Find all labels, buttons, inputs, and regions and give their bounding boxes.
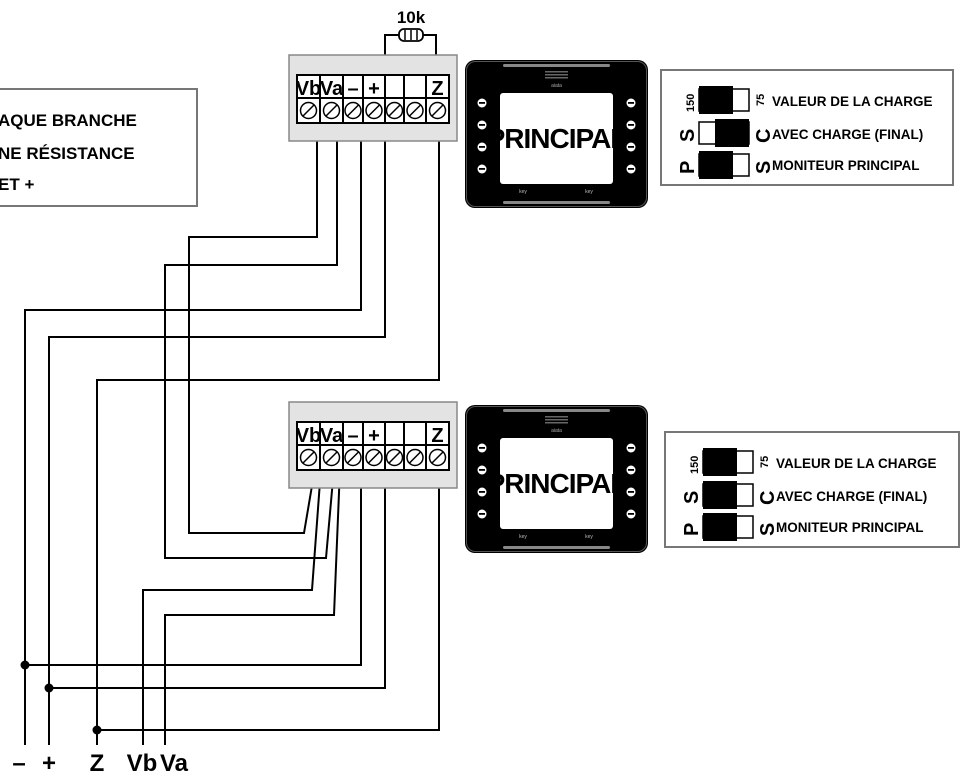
dip-switch-knob bbox=[703, 513, 737, 541]
wire-minus-top bbox=[24, 125, 362, 665]
dip-right-label: 75 bbox=[755, 94, 767, 106]
terminal-label-z: Z bbox=[431, 425, 443, 447]
switch-panel-bottom: 150 75 VALEUR DE LA CHARGE S C AVEC CHAR… bbox=[664, 431, 960, 548]
terminal-label-minus: – bbox=[347, 78, 358, 100]
dip-switch-row-1: 150 75 VALEUR DE LA CHARGE bbox=[689, 448, 937, 476]
wire-plus-bottom bbox=[49, 468, 386, 689]
dip-description: AVEC CHARGE (FINAL) bbox=[772, 127, 923, 142]
resistor: 10k bbox=[384, 8, 437, 73]
wire-va-bus bbox=[164, 467, 341, 745]
junction-dot-plus bbox=[44, 683, 54, 693]
dip-switch-knob bbox=[715, 119, 749, 147]
dip-switch-knob bbox=[703, 448, 737, 476]
terminal-label-vb: Vb bbox=[296, 425, 322, 447]
bus-label-minus: – bbox=[12, 750, 25, 776]
bus-label-va: Va bbox=[160, 750, 189, 776]
dip-left-label: P bbox=[681, 523, 703, 536]
note-line-2: NE RÉSISTANCE bbox=[0, 144, 135, 163]
junction-dots bbox=[20, 660, 102, 735]
screw-terminals-bottom bbox=[299, 448, 447, 467]
resistor-label: 10k bbox=[397, 8, 426, 27]
monitor-left-key-label: key bbox=[519, 189, 527, 195]
dip-description: MONITEUR PRINCIPAL bbox=[772, 158, 920, 173]
dip-description: MONITEUR PRINCIPAL bbox=[776, 520, 924, 535]
dip-left-label: 150 bbox=[685, 94, 697, 112]
terminal-block-top: Vb Va – + Z bbox=[288, 54, 458, 142]
dip-left-label: 150 bbox=[689, 456, 701, 474]
monitor-screen bbox=[500, 438, 613, 529]
terminal-labels-top: Vb Va – + Z bbox=[296, 78, 444, 100]
dip-switch-row-3: P S MONITEUR PRINCIPAL bbox=[677, 151, 920, 179]
terminal-block-bottom: Vb Va – + Z bbox=[288, 401, 458, 489]
wire-vb-top-to-vb-bottom bbox=[188, 125, 318, 534]
terminal-label-vb: Vb bbox=[296, 78, 322, 100]
wire-vb-bus bbox=[142, 467, 322, 745]
dip-switch-knob bbox=[699, 86, 733, 114]
switch-panel-top: 150 75 VALEUR DE LA CHARGE S C AVEC CHAR… bbox=[660, 69, 954, 186]
junction-dot-z bbox=[92, 725, 102, 735]
terminal-label-plus: + bbox=[368, 425, 380, 447]
terminal-label-plus: + bbox=[368, 78, 380, 100]
dip-right-label: C bbox=[753, 129, 775, 143]
wire-z-bottom bbox=[97, 468, 440, 731]
monitor-top: aiata PRINCIPAL key key bbox=[465, 60, 648, 208]
note-box: AQUE BRANCHE NE RÉSISTANCE ET + bbox=[0, 88, 198, 207]
monitor-right-key-label: key bbox=[585, 534, 593, 540]
wire-z-top bbox=[96, 125, 440, 730]
note-line-1: AQUE BRANCHE bbox=[0, 111, 137, 130]
dip-switch-row-3: P S MONITEUR PRINCIPAL bbox=[681, 513, 924, 541]
bus-label-vb: Vb bbox=[127, 750, 158, 776]
dip-left-label: P bbox=[677, 161, 699, 174]
monitor-left-key-label: key bbox=[519, 534, 527, 540]
monitor-brand: aiata bbox=[551, 428, 562, 434]
note-line-3: ET + bbox=[0, 175, 34, 194]
wire-va-top-to-va-bottom bbox=[164, 125, 338, 559]
dip-description: AVEC CHARGE (FINAL) bbox=[776, 489, 927, 504]
monitor-screen-text: PRINCIPAL bbox=[487, 123, 628, 154]
monitor-screen-text: PRINCIPAL bbox=[487, 468, 628, 499]
dip-description: VALEUR DE LA CHARGE bbox=[772, 94, 933, 109]
monitor-brand: aiata bbox=[551, 83, 562, 89]
wires bbox=[24, 125, 440, 745]
monitor-screen bbox=[500, 93, 613, 184]
dip-switch-row-2: S C AVEC CHARGE (FINAL) bbox=[677, 119, 923, 147]
dip-switch-row-1: 150 75 VALEUR DE LA CHARGE bbox=[685, 86, 933, 114]
bus-label-plus: + bbox=[42, 750, 56, 776]
dip-right-label: S bbox=[757, 523, 779, 536]
screw-terminals-top bbox=[299, 101, 447, 120]
terminal-label-va: Va bbox=[320, 425, 344, 447]
dip-switch-knob bbox=[699, 151, 733, 179]
dip-right-label: 75 bbox=[759, 456, 771, 468]
dip-left-label: S bbox=[677, 129, 699, 142]
bus-label-z: Z bbox=[90, 750, 105, 776]
monitor-bottom: aiata PRINCIPAL key key bbox=[465, 405, 648, 553]
dip-left-label: S bbox=[681, 491, 703, 504]
monitor-right-key-label: key bbox=[585, 189, 593, 195]
terminal-label-minus: – bbox=[347, 425, 358, 447]
dip-right-label: S bbox=[753, 161, 775, 174]
wire-plus-top bbox=[48, 125, 386, 688]
dip-switch-knob bbox=[703, 481, 737, 509]
terminal-labels-bottom: Vb Va – + Z bbox=[296, 425, 444, 447]
terminal-label-z: Z bbox=[431, 78, 443, 100]
terminal-label-va: Va bbox=[320, 78, 344, 100]
dip-switch-row-2: S C AVEC CHARGE (FINAL) bbox=[681, 481, 927, 509]
wire-minus-bottom bbox=[25, 468, 362, 666]
dip-right-label: C bbox=[757, 491, 779, 505]
bus-labels: – + Z Vb Va bbox=[12, 750, 189, 777]
dip-description: VALEUR DE LA CHARGE bbox=[776, 456, 937, 471]
junction-dot-minus bbox=[20, 660, 30, 670]
